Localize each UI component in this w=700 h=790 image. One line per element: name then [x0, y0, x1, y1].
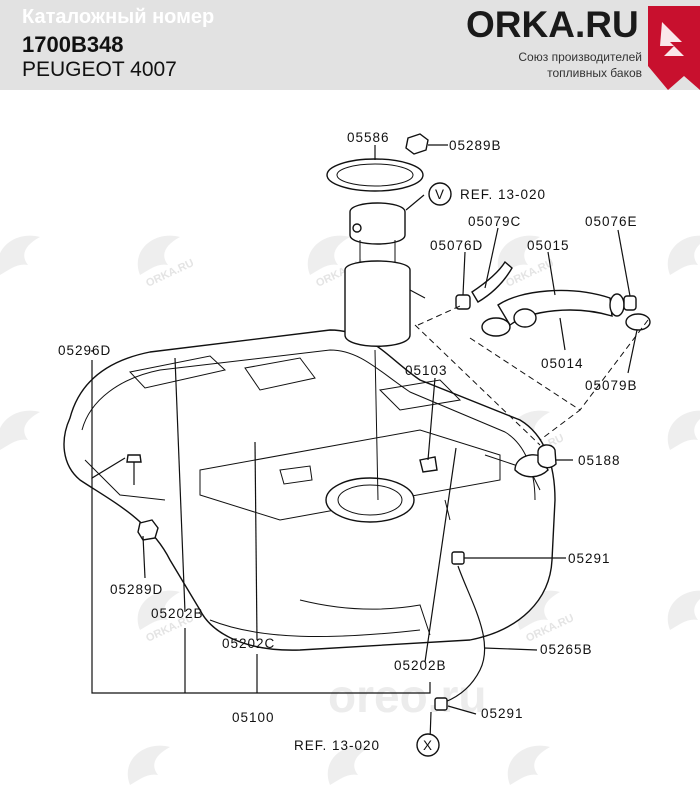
watermark-logo-icon [0, 235, 40, 275]
label-05202C[interactable]: 05202C [222, 636, 275, 651]
red-flag-icon [648, 6, 700, 90]
label-05291-upper[interactable]: 05291 [568, 551, 611, 566]
fuel-pump-module[interactable] [326, 158, 426, 501]
watermark-logo-icon [507, 745, 550, 785]
bracket-05103[interactable] [419, 456, 438, 473]
label-05265B[interactable]: 05265B [540, 642, 593, 657]
fuel-tank-body[interactable] [63, 329, 556, 651]
label-05103[interactable]: 05103 [405, 363, 448, 378]
part-number: 1700B348 [22, 32, 124, 57]
label-05076D[interactable]: 05076D [430, 238, 483, 253]
watermark-logo-icon: ORKA.RU [137, 235, 196, 290]
label-05289B[interactable]: 05289B [449, 138, 502, 153]
reference-circle-x [416, 733, 440, 757]
label-ref-v[interactable]: REF. 13-020 [460, 187, 546, 202]
label-05079B[interactable]: 05079B [585, 378, 638, 393]
logo-tagline-line2: топливных баков [547, 66, 642, 80]
label-05015[interactable]: 05015 [527, 238, 570, 253]
catalog-number-label: Каталожный номер [22, 6, 215, 28]
watermark-logo-icon [327, 745, 370, 785]
label-05100[interactable]: 05100 [232, 710, 275, 725]
cap-05188[interactable] [537, 444, 557, 469]
label-05202B-right[interactable]: 05202B [394, 658, 447, 673]
ref-x-letter: X [423, 738, 433, 753]
watermark-logo-icon [667, 590, 700, 630]
watermark-logo-icon [667, 235, 700, 275]
header-bar: Каталожный номер 1700B348 PEUGEOT 4007 O… [0, 0, 700, 90]
logo-tagline-line1: Союз производителей [518, 50, 642, 64]
label-05296D[interactable]: 05296D [58, 343, 111, 358]
leader-lines [91, 145, 638, 741]
nut-05289D[interactable] [137, 519, 159, 541]
ref-v-letter: V [435, 187, 445, 202]
label-05014[interactable]: 05014 [541, 356, 584, 371]
fuel-hose-assembly[interactable] [455, 260, 651, 337]
dashed-connection-lines [414, 305, 649, 446]
watermark-logo-icon [127, 745, 170, 785]
label-05079C[interactable]: 05079C [468, 214, 521, 229]
watermark-logo-icon [0, 410, 40, 450]
fuel-tank-diagram: ORKA.RU ORKA.RU ORKA.RU ORKA.RU ORKA.RU … [0, 130, 700, 785]
nut-05289B[interactable] [405, 133, 448, 155]
part-labels: 05586 05289B V REF. 13-020 05079C 05076E… [58, 130, 638, 753]
watermark-logo-icon [667, 410, 700, 450]
label-05586[interactable]: 05586 [347, 130, 390, 145]
car-model: PEUGEOT 4007 [22, 58, 177, 81]
reference-circle-v [428, 182, 452, 206]
label-05076E[interactable]: 05076E [585, 214, 638, 229]
bolt-05296D[interactable] [126, 454, 142, 485]
brand-logo[interactable]: ORKA.RU Союз производителей топливных ба… [466, 4, 690, 84]
label-05289D[interactable]: 05289D [110, 582, 163, 597]
center-watermark: oreo.ru [328, 670, 486, 722]
logo-text: ORKA.RU [466, 4, 639, 45]
label-05188[interactable]: 05188 [578, 453, 621, 468]
label-05202B-left[interactable]: 05202B [151, 606, 204, 621]
label-05291-lower[interactable]: 05291 [481, 706, 524, 721]
label-ref-x[interactable]: REF. 13-020 [294, 738, 380, 753]
